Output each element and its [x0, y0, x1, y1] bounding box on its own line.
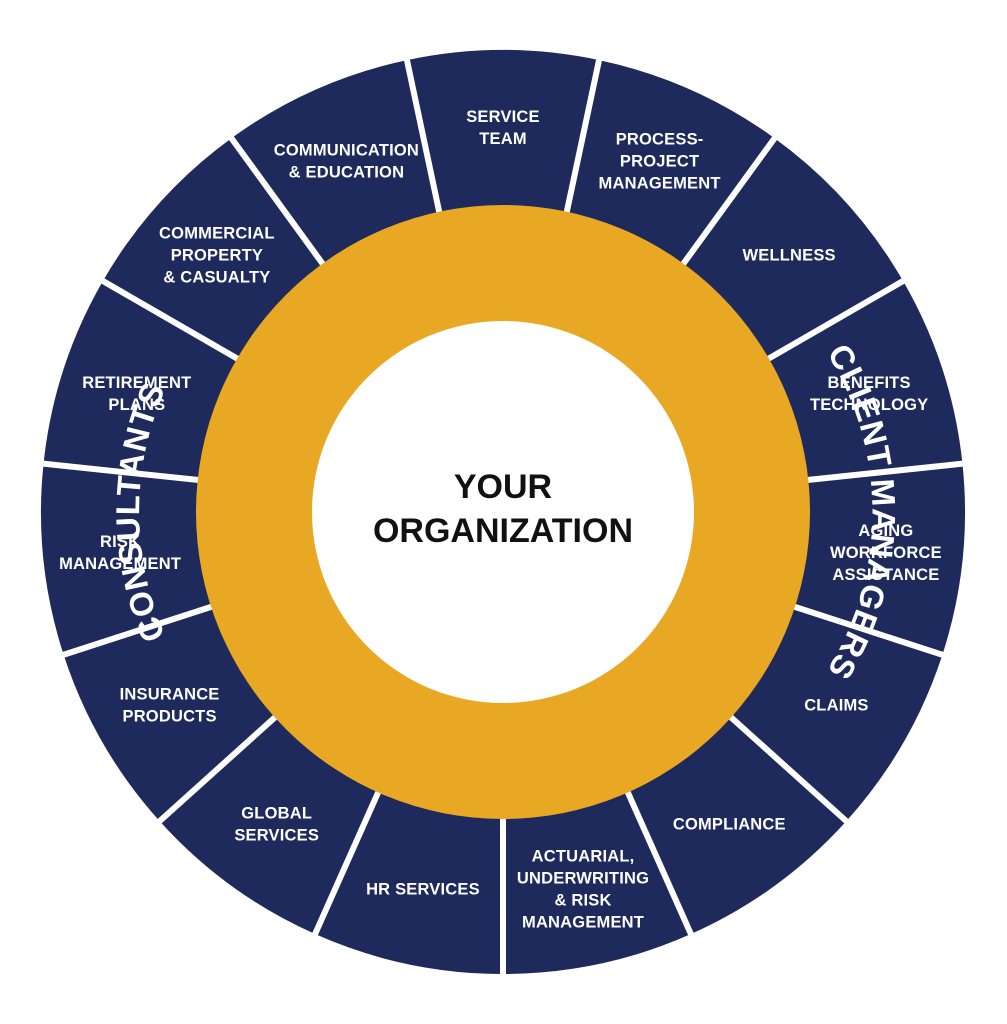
- segment-claims: CLAIMS: [724, 604, 943, 822]
- segment-shape-communication-education: [231, 60, 442, 271]
- segment-benefits-technology: BENEFITS TECHNOLOGY: [761, 281, 963, 481]
- segment-shape-service-team: [406, 50, 600, 221]
- segment-label-line: MANAGEMENT: [59, 555, 181, 573]
- segment-label-line: UNDERWRITING: [517, 870, 649, 888]
- segment-label-global-services: GLOBAL SERVICES: [234, 804, 319, 844]
- segment-separator: [619, 779, 696, 939]
- segment-label-line: PROPERTY: [171, 246, 263, 264]
- segment-label-line: & EDUCATION: [289, 163, 405, 181]
- segment-label-actuarial-underwriting-risk-management: ACTUARIAL, UNDERWRITING & RISK MANAGEMENT: [517, 848, 649, 932]
- segment-separator: [310, 779, 387, 939]
- segment-label-hr-services: HR SERVICES: [366, 881, 480, 899]
- segment-label-line: ACTUARIAL,: [532, 848, 635, 866]
- segment-separator: [795, 460, 967, 485]
- segment-communication-education: COMMUNICATION & EDUCATION: [231, 60, 442, 271]
- segment-label-line: SERVICE: [466, 108, 540, 126]
- segment-separator: [781, 599, 948, 659]
- segment-label-compliance: COMPLIANCE: [673, 815, 786, 833]
- segment-separator: [58, 599, 225, 659]
- segment-label-retirement-plans: RETIREMENT PLANS: [82, 374, 191, 414]
- segment-shape-compliance: [624, 711, 847, 935]
- segment-aging-workforce-assistance: AGING WORKFORCE ASSISTANCE: [786, 463, 965, 655]
- segment-label-line: PROJECT: [620, 152, 699, 170]
- segment-label-aging-workforce-assistance: AGING WORKFORCE ASSISTANCE: [830, 522, 942, 584]
- segment-label-benefits-technology: BENEFITS TECHNOLOGY: [810, 374, 928, 414]
- segment-compliance: COMPLIANCE: [624, 711, 847, 935]
- segment-label-line: RETIREMENT: [82, 374, 191, 392]
- segment-separator: [226, 133, 333, 276]
- segment-label-line: COMMERCIAL: [159, 224, 275, 242]
- segment-label-line: SERVICES: [234, 826, 319, 844]
- segment-label-line: MANAGEMENT: [599, 174, 721, 192]
- segment-label-line: PRODUCTS: [122, 708, 216, 726]
- segment-separator: [154, 706, 287, 827]
- segment-process-project-management: PROCESS- PROJECT MANAGEMENT: [564, 60, 775, 271]
- segment-shape-global-services: [159, 711, 382, 935]
- segment-label-line: COMMUNICATION: [274, 141, 419, 159]
- segment-label-line: WELLNESS: [742, 246, 835, 264]
- segment-label-line: COMPLIANCE: [673, 815, 786, 833]
- segment-label-line: GLOBAL: [241, 804, 312, 822]
- segment-separator: [561, 55, 603, 226]
- center-circle: [312, 321, 694, 703]
- segment-separators: [39, 55, 967, 978]
- segment-label-line: PROCESS-: [616, 130, 704, 148]
- segment-separator: [39, 460, 211, 485]
- segment-label-line: RISK: [100, 533, 140, 551]
- segment-label-line: PLANS: [108, 396, 165, 414]
- segment-label-line: INSURANCE: [120, 686, 220, 704]
- segment-label-line: TEAM: [479, 130, 527, 148]
- segment-label-line: MANAGEMENT: [522, 914, 644, 932]
- segment-label-wellness: WELLNESS: [742, 246, 835, 264]
- segment-label-line: & CASUALTY: [163, 268, 270, 286]
- segment-label-line: HR SERVICES: [366, 881, 480, 899]
- segment-label-line: & RISK: [554, 892, 611, 910]
- segment-label-line: BENEFITS: [828, 374, 911, 392]
- center-title-line1: YOUR: [454, 468, 552, 506]
- segment-label-line: CLAIMS: [804, 697, 868, 715]
- segment-label-service-team: SERVICE TEAM: [466, 108, 540, 148]
- segment-label-insurance-products: INSURANCE PRODUCTS: [120, 686, 220, 726]
- segment-separator: [673, 133, 780, 276]
- segment-risk-management: RISK MANAGEMENT: [41, 463, 220, 655]
- segment-separator: [756, 276, 909, 368]
- segment-label-line: WORKFORCE: [830, 544, 942, 562]
- center-title-line2: ORGANIZATION: [373, 512, 633, 550]
- segment-separator: [719, 706, 852, 827]
- segment-label-line: ASSISTANCE: [832, 566, 939, 584]
- segment-retirement-plans: RETIREMENT PLANS: [43, 281, 245, 481]
- outer-segments: PROCESS- PROJECT MANAGEMENT WELLNESS BENEFIT…: [41, 50, 965, 974]
- segment-label-line: TECHNOLOGY: [810, 396, 928, 414]
- segment-insurance-products: INSURANCE PRODUCTS: [63, 604, 282, 822]
- segment-shape-benefits-technology: [761, 281, 963, 481]
- segment-shape-risk-management: [41, 463, 220, 655]
- segment-label-process-project-management: PROCESS- PROJECT MANAGEMENT: [599, 130, 721, 192]
- segment-global-services: GLOBAL SERVICES: [159, 711, 382, 935]
- segment-shape-process-project-management: [564, 60, 775, 271]
- segment-service-team: SERVICE TEAM: [406, 50, 600, 221]
- segment-shape-retirement-plans: [43, 281, 245, 481]
- segment-shape-claims: [724, 604, 943, 822]
- segment-shape-aging-workforce-assistance: [786, 463, 965, 655]
- segment-label-risk-management: RISK MANAGEMENT: [59, 533, 181, 573]
- segment-label-claims: CLAIMS: [804, 697, 868, 715]
- segment-separator: [97, 276, 250, 368]
- segment-label-communication-education: COMMUNICATION & EDUCATION: [274, 141, 419, 181]
- segment-label-line: AGING: [858, 522, 913, 540]
- segment-shape-insurance-products: [63, 604, 282, 822]
- segment-separator: [403, 55, 445, 226]
- segment-label-commercial-property-casualty: COMMERCIAL PROPERTY & CASUALTY: [159, 224, 275, 286]
